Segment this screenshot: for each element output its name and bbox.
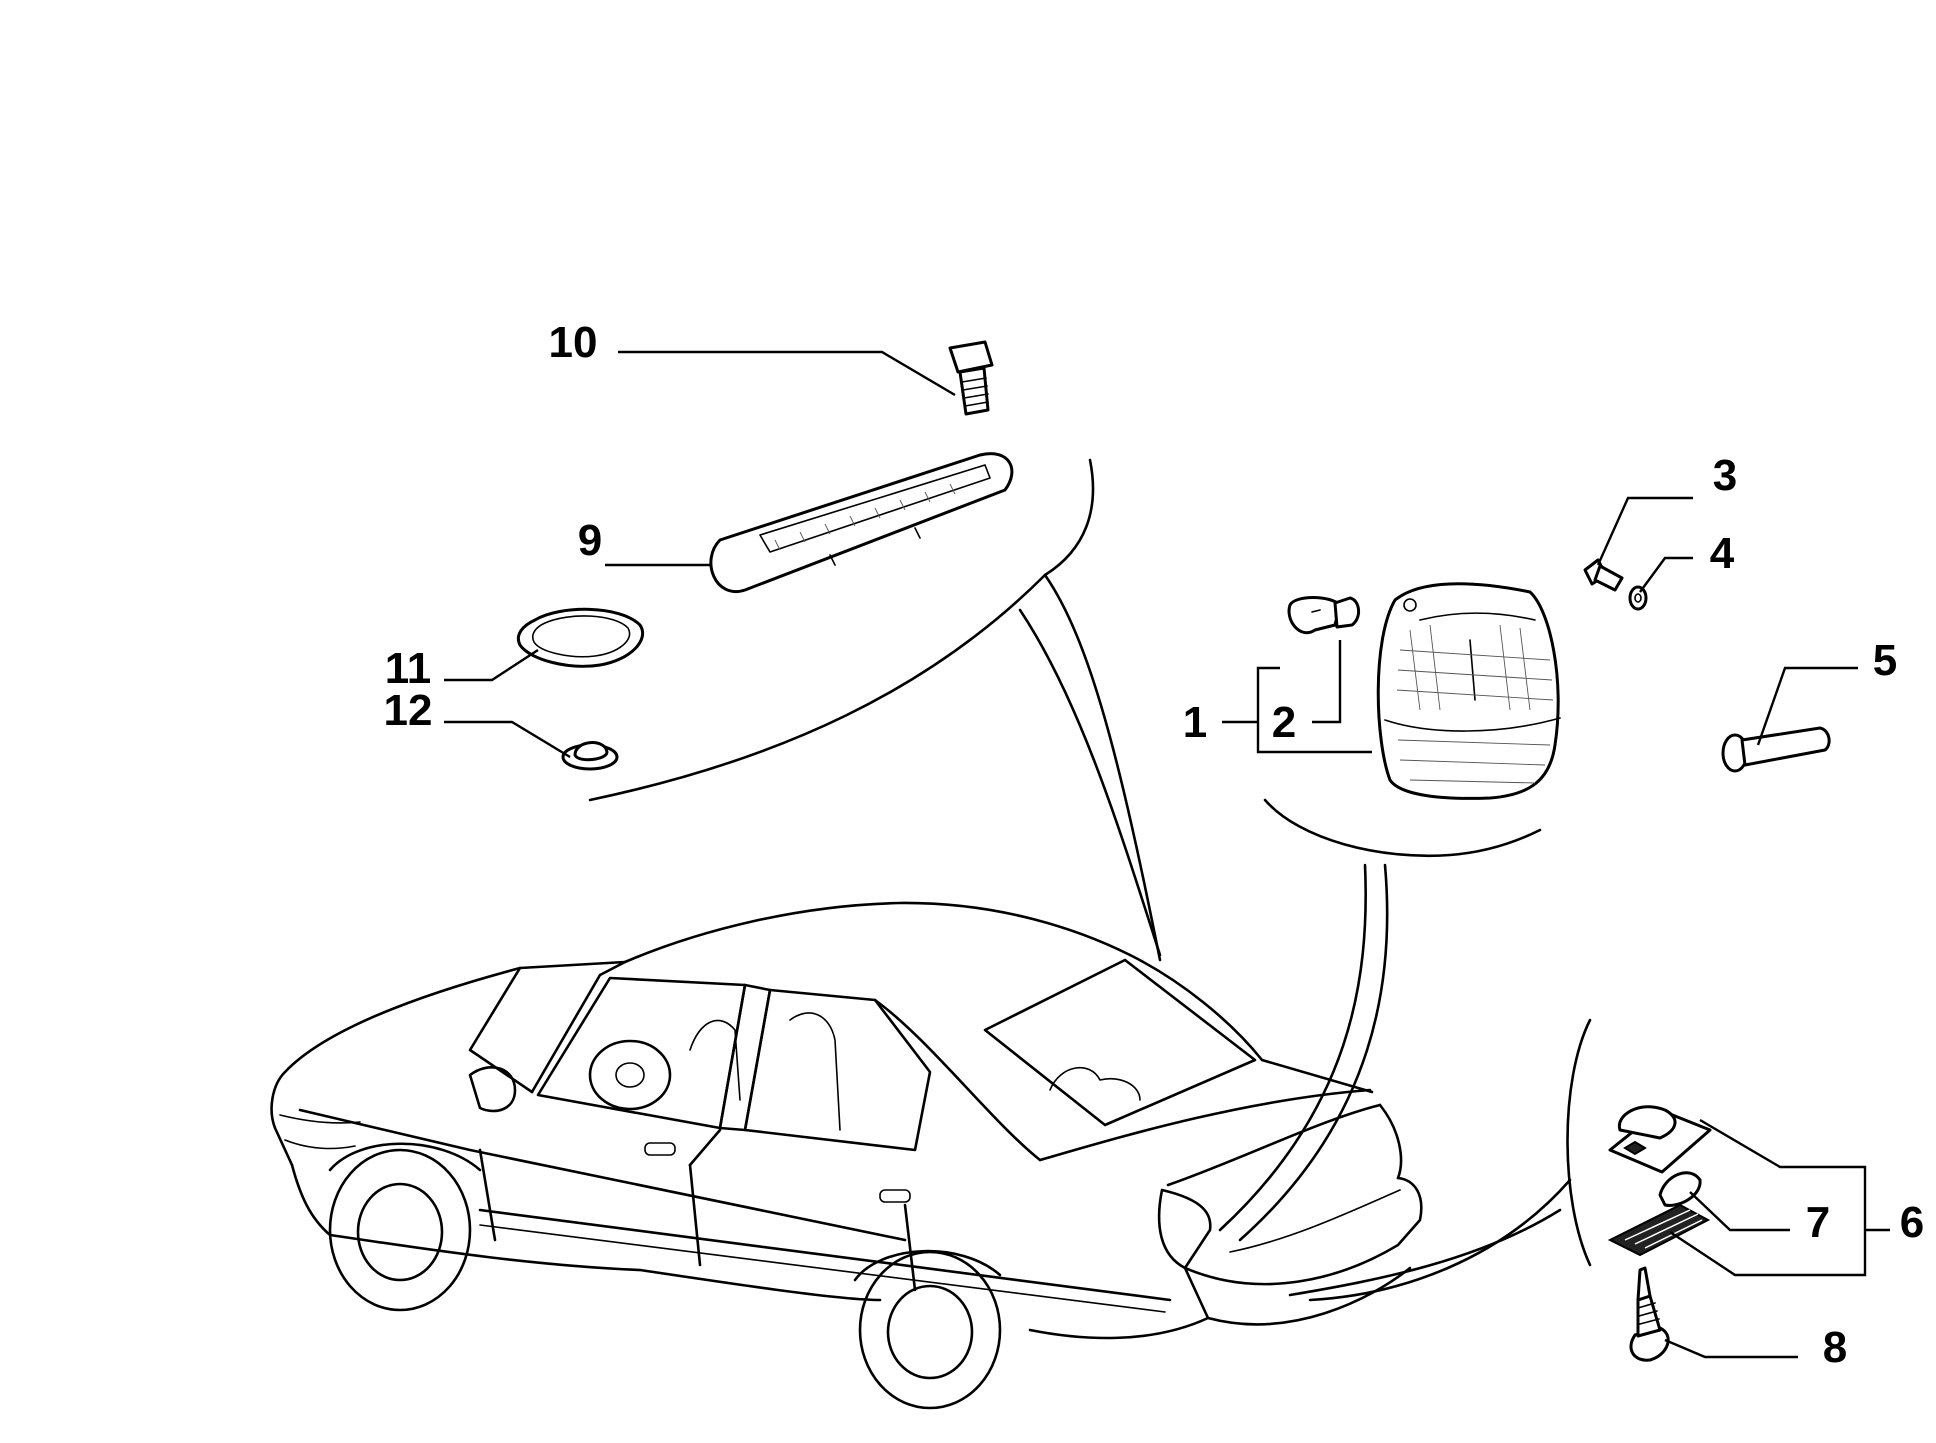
callout-labels: 1 2 3 4 5 6 7 8 9 10 11 12 — [384, 318, 1925, 1372]
callout-6: 6 — [1900, 1198, 1924, 1247]
detail-balloons — [588, 458, 1592, 1302]
car-illustration — [270, 901, 1423, 1410]
lamp-lens-icon — [1607, 1203, 1711, 1257]
callout-11: 11 — [385, 644, 432, 693]
washer-icon — [1628, 585, 1648, 611]
self-tapping-screw-icon — [1629, 1266, 1670, 1362]
callout-8: 8 — [1823, 1323, 1847, 1372]
bulb-icon — [1287, 596, 1360, 634]
lamp-screw-icon — [1583, 558, 1624, 592]
screw-icon — [948, 340, 994, 416]
callout-10: 10 — [549, 318, 598, 367]
callout-12: 12 — [384, 686, 433, 735]
high-mount-stop-lamp — [709, 452, 1014, 594]
pin-icon — [1721, 726, 1831, 773]
lamp-bulb-icon — [1658, 1171, 1702, 1207]
callout-7: 7 — [1806, 1198, 1830, 1247]
callout-4: 4 — [1710, 529, 1735, 578]
callout-9: 9 — [578, 516, 602, 565]
tail-lamp-icon — [1376, 582, 1561, 800]
callout-5: 5 — [1873, 636, 1897, 685]
callout-2: 2 — [1272, 698, 1296, 747]
callout-1: 1 — [1183, 698, 1207, 747]
license-lamp-icon — [1608, 1105, 1712, 1174]
leader-lines — [444, 350, 1890, 1359]
gasket-icon — [516, 607, 644, 668]
clip-icon — [561, 741, 619, 771]
callout-3: 3 — [1713, 451, 1737, 500]
